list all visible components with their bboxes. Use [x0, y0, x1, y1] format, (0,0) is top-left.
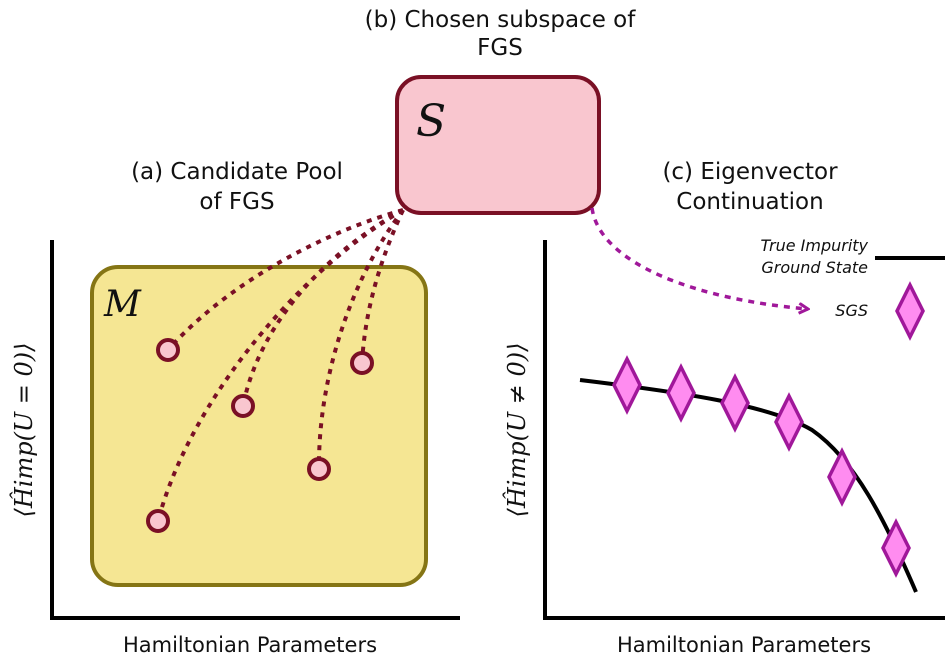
connector-line [166, 208, 404, 352]
connector-line [316, 208, 405, 470]
diamond-marker-icon [612, 355, 642, 415]
circle-marker-icon [156, 338, 180, 362]
connector-line [156, 208, 405, 522]
candidate-markers [146, 338, 374, 533]
subspace-title-line1: (b) Chosen subspace of [365, 7, 637, 33]
pool-symbol: M [103, 284, 142, 325]
left-y-axis-label: ⟨Ĥimp(U = 0)⟩ [9, 342, 38, 517]
continuation-title-line1: (c) Eigenvector [662, 159, 838, 185]
right-y-axis-label: ⟨Ĥimp(U ≠ 0)⟩ [502, 342, 531, 517]
diamond-marker-icon [881, 518, 911, 578]
legend-true-line2: Ground State [761, 258, 868, 277]
left-axes [50, 240, 460, 620]
legend: True Impurity Ground State SGS [760, 236, 945, 341]
circle-marker-icon [350, 351, 374, 375]
true-ground-state-curve [579, 378, 918, 593]
left-x-axis-label: Hamiltonian Parameters [123, 633, 377, 657]
candidate-connectors [156, 208, 405, 522]
continuation-title-line2: Continuation [676, 189, 823, 215]
subspace-title-line2: FGS [477, 35, 523, 61]
subspace-symbol: S [416, 96, 446, 147]
candidate-pool-title-line1: (a) Candidate Pool [131, 159, 343, 185]
legend-true-line1: True Impurity [760, 236, 868, 255]
right-x-axis-label: Hamiltonian Parameters [617, 633, 871, 657]
diamond-marker-icon [666, 363, 696, 423]
legend-diamond-icon [895, 281, 925, 341]
connector-line [360, 209, 405, 364]
circle-marker-icon [231, 394, 255, 418]
circle-marker-icon [307, 457, 331, 481]
candidate-pool-title-line2: of FGS [199, 189, 274, 215]
legend-sgs-label: SGS [835, 301, 868, 320]
circle-marker-icon [146, 509, 170, 533]
right-axes [543, 240, 945, 620]
sgs-markers [612, 355, 911, 578]
candidate-pool-box [90, 265, 428, 587]
subspace-box [395, 75, 601, 215]
diamond-marker-icon [827, 447, 857, 507]
diamond-marker-icon [720, 373, 750, 433]
diamond-marker-icon [774, 392, 804, 452]
